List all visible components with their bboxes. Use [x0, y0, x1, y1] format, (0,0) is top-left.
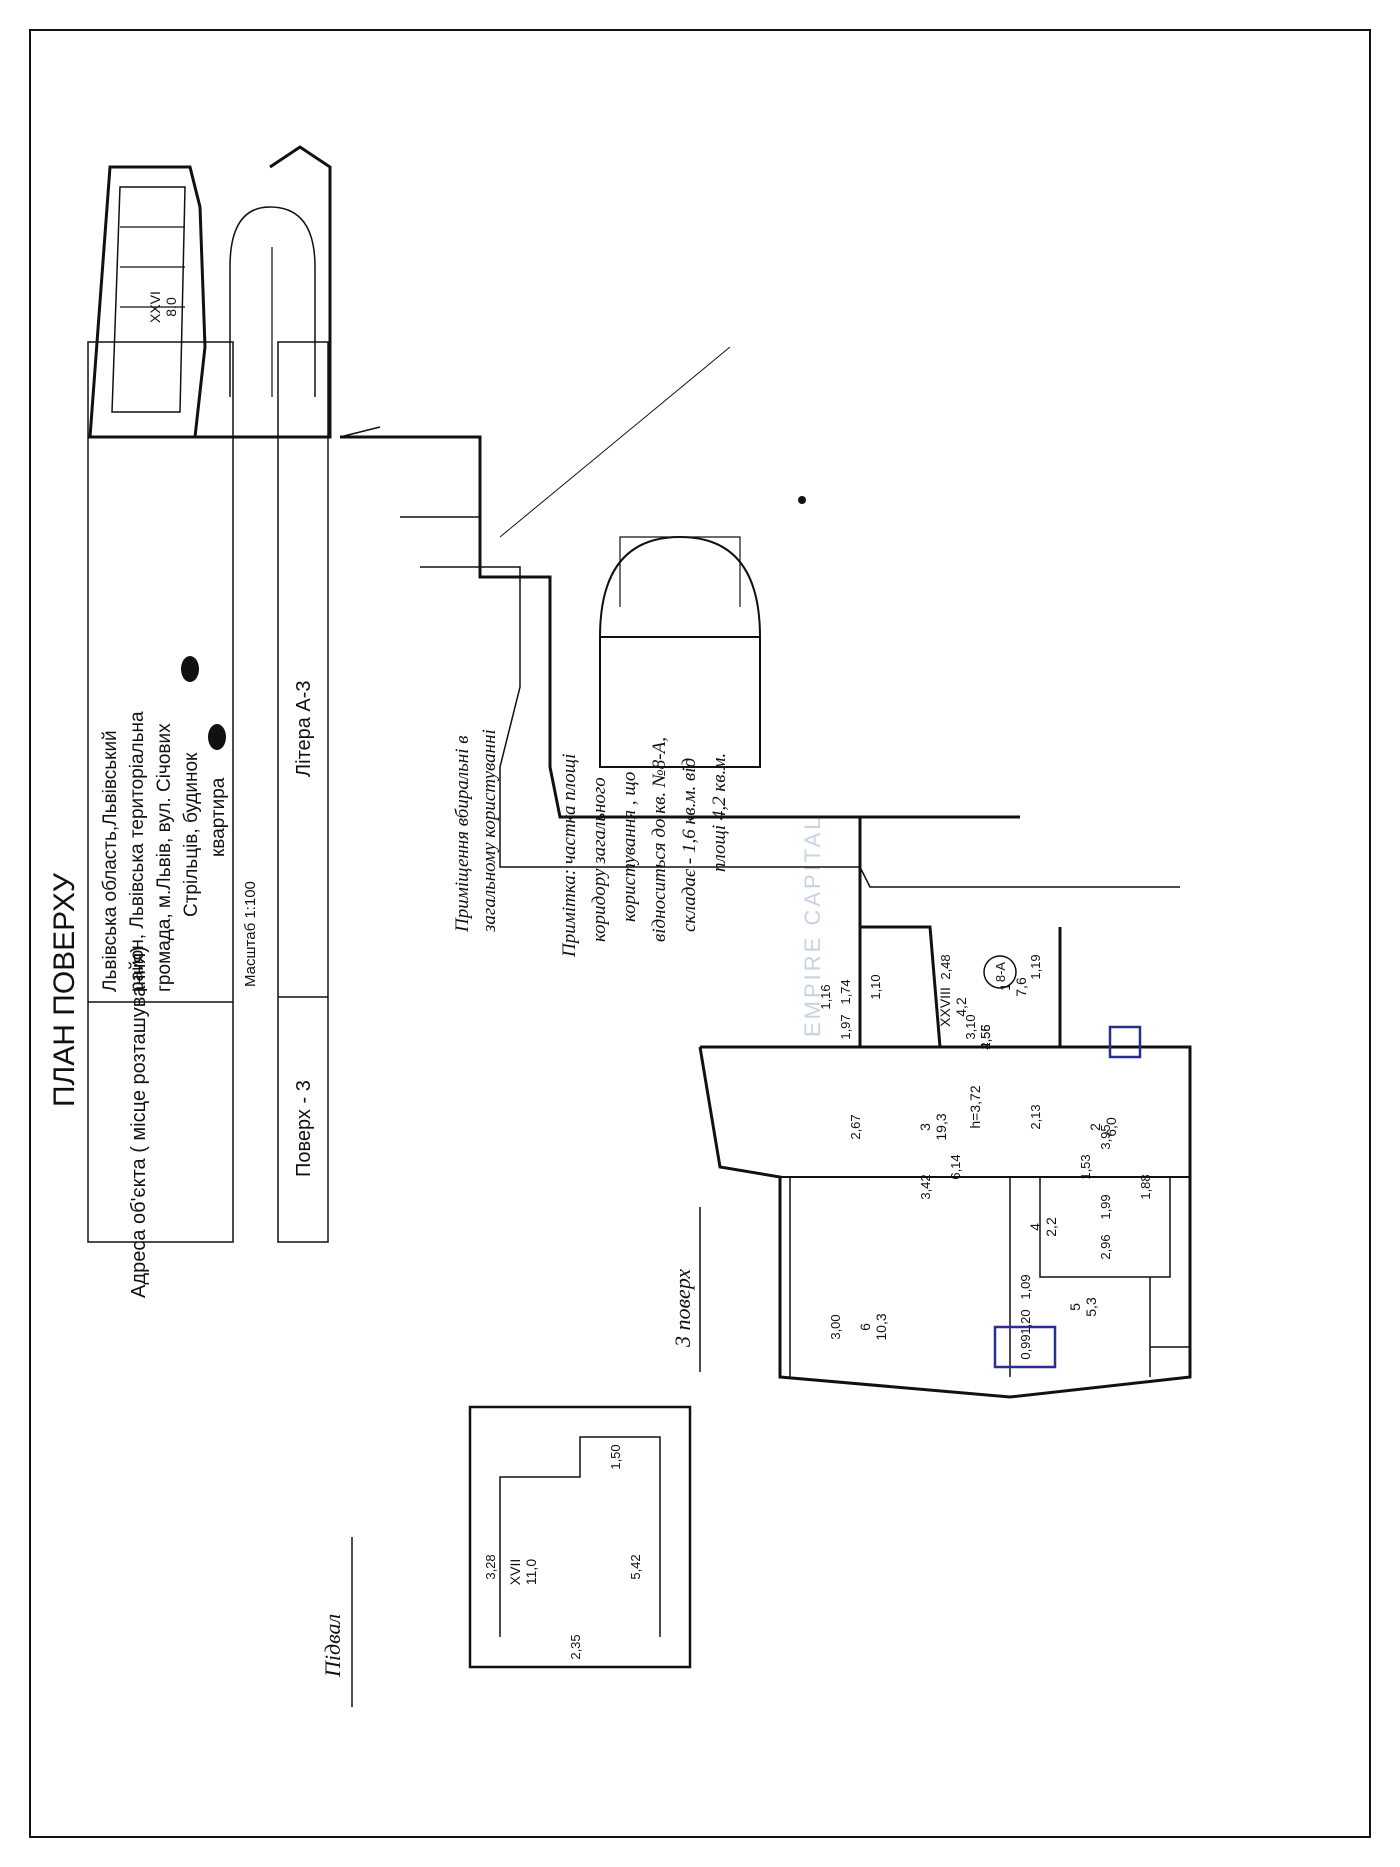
- svg-text:користування , що: користування , що: [619, 772, 640, 922]
- address-text: Львівська область,Львівський район, Льві…: [100, 711, 229, 992]
- room-number: 5: [1067, 1303, 1083, 1311]
- dimension-labels: 2,48 2,56 1,19 2,13 3,10 1,74 1,10 1,16 …: [483, 954, 1153, 1659]
- svg-text:Примітка: частка площі: Примітка: частка площі: [559, 754, 580, 958]
- redaction-mark: [181, 656, 199, 682]
- address-label: Адреса об'єкта ( місце розташування): [128, 946, 150, 1298]
- svg-text:3,95: 3,95: [1098, 1124, 1113, 1149]
- svg-text:1,10: 1,10: [868, 974, 883, 999]
- svg-text:площі 4,2 кв.м.: площі 4,2 кв.м.: [709, 753, 730, 872]
- svg-text:2,67: 2,67: [848, 1114, 863, 1139]
- svg-text:1,16: 1,16: [818, 984, 833, 1009]
- svg-text:3,10: 3,10: [963, 1014, 978, 1039]
- litera-label: Літера А-3: [293, 680, 315, 777]
- svg-text:1,09: 1,09: [1018, 1274, 1033, 1299]
- svg-text:2,48: 2,48: [938, 954, 953, 979]
- watermark: EMPIRE CAPITAL: [800, 814, 825, 1037]
- svg-text:відноситься до кв. №8-А,: відноситься до кв. №8-А,: [649, 737, 670, 942]
- room-number: XXVI: [147, 291, 163, 323]
- room-area: 2,2: [1043, 1217, 1059, 1237]
- address-box: [87, 341, 234, 1243]
- redaction-mark: [208, 724, 226, 750]
- room-area: 19,3: [933, 1113, 949, 1140]
- room-number: 3: [917, 1123, 933, 1131]
- room-area: 10,3: [873, 1313, 889, 1340]
- room-number: 1: [997, 983, 1013, 991]
- svg-text:2,96: 2,96: [1098, 1234, 1113, 1259]
- svg-text:2,35: 2,35: [568, 1634, 583, 1659]
- svg-text:3,00: 3,00: [828, 1314, 843, 1339]
- scale-label: Масштаб 1:100: [242, 881, 259, 987]
- svg-text:5,42: 5,42: [628, 1554, 643, 1579]
- common-use-note-line: Приміщення вбиральні в: [452, 736, 473, 934]
- room-area: 11,0: [523, 1559, 539, 1585]
- common-use-note-line: загальному користуванні: [479, 729, 500, 933]
- page-border: [29, 29, 1371, 1838]
- svg-text:1,50: 1,50: [608, 1444, 623, 1469]
- svg-text:коридору загального: коридору загального: [589, 777, 610, 942]
- svg-text:0,99: 0,99: [1018, 1334, 1033, 1359]
- room-area: 6,0: [1103, 1117, 1119, 1137]
- room-area: 4,2: [953, 997, 969, 1017]
- floor-label: Поверх - 3: [293, 1080, 315, 1177]
- svg-text:1,88: 1,88: [1138, 1174, 1153, 1199]
- svg-text:район, Львівська територіальна: район, Львівська територіальна: [127, 711, 148, 992]
- room-area: 7,6: [1013, 977, 1029, 997]
- apartment-tag: 8-А: [993, 962, 1008, 983]
- plan-title: ПЛАН ПОВЕРХУ: [48, 872, 81, 1107]
- room-area: 5,3: [1083, 1297, 1099, 1317]
- svg-text:складає - 1,6 кв.м. від: складає - 1,6 кв.м. від: [679, 758, 700, 932]
- room-number: XVII: [507, 1559, 523, 1585]
- room-number: 4: [1027, 1223, 1043, 1231]
- svg-text:4,55: 4,55: [978, 1024, 993, 1049]
- svg-text:3,28: 3,28: [483, 1554, 498, 1579]
- floor-box: [277, 341, 329, 1243]
- svg-text:2,56: 2,56: [978, 1024, 993, 1049]
- floor-caption: 3 поверх: [670, 1269, 695, 1348]
- room-number: 6: [857, 1323, 873, 1331]
- svg-text:6,14: 6,14: [948, 1154, 963, 1179]
- svg-text:1,53: 1,53: [1078, 1154, 1093, 1179]
- svg-text:1,97: 1,97: [838, 1014, 853, 1039]
- floor-plan-walls: [88, 145, 1192, 1669]
- area-note: Примітка: частка площі коридору загально…: [559, 737, 730, 958]
- svg-text:1,19: 1,19: [1028, 954, 1043, 979]
- svg-text:громада, м.Львів, вул. Січов: громада, м.Львів, вул. Січових: [154, 723, 175, 992]
- svg-text:1,20: 1,20: [1018, 1309, 1033, 1334]
- svg-text:квартира: квартира: [208, 777, 229, 857]
- svg-text:3,42: 3,42: [918, 1174, 933, 1199]
- room-number: XXVIII: [937, 987, 953, 1027]
- svg-text:Львівська область,Львівський: Львівська область,Львівський: [100, 730, 121, 992]
- svg-text:1,74: 1,74: [838, 979, 853, 1004]
- room-area: 8,0: [163, 297, 179, 317]
- svg-text:1,99: 1,99: [1098, 1194, 1113, 1219]
- svg-text:2,13: 2,13: [1028, 1104, 1043, 1129]
- room-number: 2: [1087, 1123, 1103, 1131]
- svg-text:Стрільців, будинок: Стрільців, будинок: [181, 752, 202, 917]
- ceiling-height: h=3,72: [967, 1085, 983, 1128]
- basement-caption: Підвал: [320, 1614, 345, 1678]
